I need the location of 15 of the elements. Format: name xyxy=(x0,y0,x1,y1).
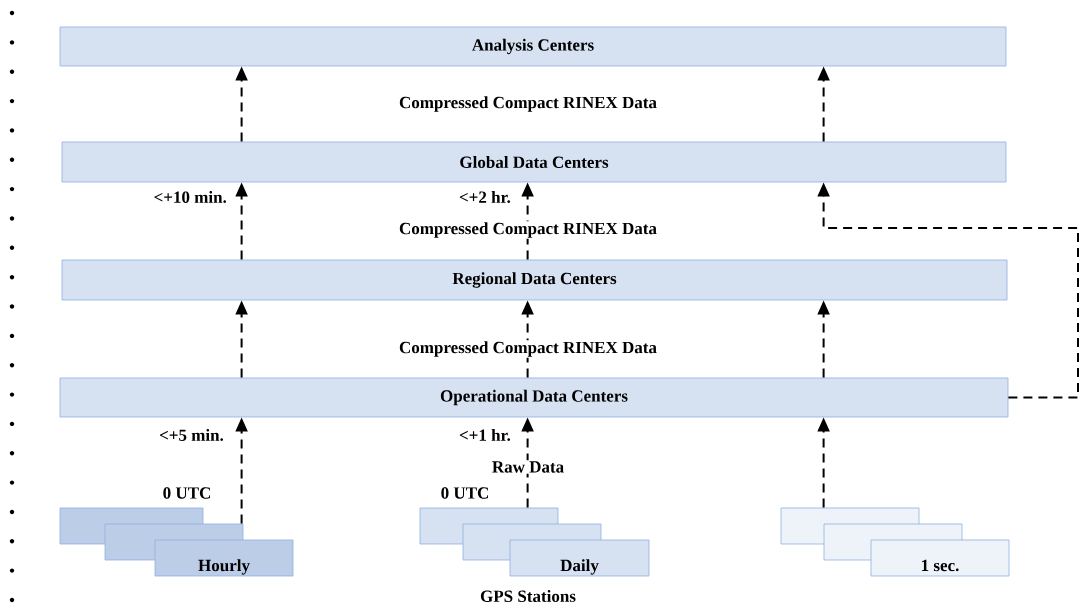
data-center-box: Analysis Centers xyxy=(59,26,1007,67)
data-center-box: Operational Data Centers xyxy=(59,377,1009,418)
data-center-box: Global Data Centers xyxy=(61,141,1007,183)
station-box: Hourly xyxy=(154,539,294,577)
label: <+10 min. xyxy=(152,190,228,204)
label: Compressed Compact RINEX Data xyxy=(398,221,658,239)
label: Raw Data xyxy=(490,460,566,474)
data-center-box: Regional Data Centers xyxy=(61,259,1008,301)
time-label: 0 UTC xyxy=(441,487,489,499)
station-box: Daily xyxy=(509,539,650,577)
label: GPS Stations xyxy=(479,589,577,603)
label: Compressed Compact RINEX Data xyxy=(398,340,658,358)
station-box: 1 sec. xyxy=(870,539,1010,577)
label: Compressed Compact RINEX Data xyxy=(398,95,658,113)
time-label: 0 UTC xyxy=(163,487,211,499)
